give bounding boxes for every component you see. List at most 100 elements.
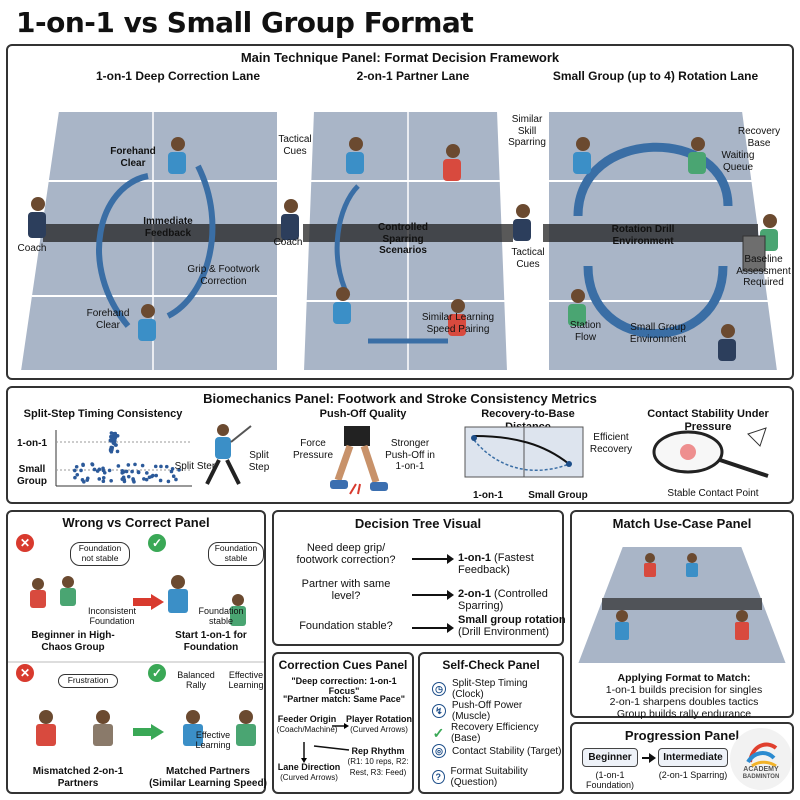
cue-node-lane-sub: (Curved Arrows)	[280, 773, 338, 783]
timing-dot-group	[81, 463, 85, 468]
timing-dot-group	[80, 478, 85, 482]
label-rotation-drill: Rotation Drill Environment	[611, 224, 675, 247]
label-forehand-clear-bottom: Forehand Clear	[86, 308, 130, 331]
timing-dot-group	[164, 464, 169, 469]
progression-title: Progression Panel	[624, 728, 740, 743]
target-icon: ◎	[432, 744, 446, 758]
cue-node-rotation-sub: (Curved Arrows)	[350, 725, 408, 735]
logo-text-badminton: BADMINTON	[742, 774, 780, 780]
timing-dot-group	[97, 477, 102, 481]
label-recovery-base: Recovery Base	[737, 126, 781, 149]
selfcheck-item-5-label: Format Suitability (Question)	[450, 766, 528, 788]
timing-dot-1on1	[110, 447, 114, 452]
dt-answer-3-bold: Small group rotation	[458, 614, 566, 626]
bubble-balanced-rally: Balanced Rally	[177, 670, 215, 691]
timing-dot-group	[101, 475, 106, 480]
label-coach-1: Coach	[17, 243, 47, 254]
dt-answer-2-bold: 2-on-1	[458, 588, 491, 600]
selfcheck-item-3: ✓Recovery Efficiency (Base)	[432, 722, 562, 744]
net-lane-2	[303, 224, 513, 242]
label-baseline-assessment: Baseline Assessment Required	[736, 254, 791, 288]
dt-answer-1-rest: (Fastest Feedback)	[458, 552, 534, 576]
timing-dot-group	[97, 467, 102, 472]
timing-dot-group	[120, 468, 125, 473]
timing-dot-group	[107, 468, 112, 473]
timing-dot-1on1	[108, 438, 113, 443]
timing-dot-group	[101, 468, 106, 473]
label-forehand-clear-top: Forehand Clear	[110, 146, 156, 169]
lane-1-title: 1-on-1 Deep Correction Lane	[95, 69, 261, 83]
cues-flow-arrows	[301, 723, 350, 763]
timing-dot-group	[126, 474, 131, 479]
label-immediate-feedback: Immediate Feedback	[143, 216, 193, 239]
timing-dot-group	[153, 464, 158, 469]
self-check-panel: Self-Check Panel ◷ Split-Step Timing (Clo…	[418, 652, 564, 794]
selfcheck-item-2: ↯Push-Off Power (Muscle)	[432, 700, 562, 722]
split-step-figure	[205, 424, 252, 485]
timing-dot-1on1	[113, 443, 118, 447]
timing-dot-group	[130, 469, 134, 474]
match-court	[575, 545, 789, 665]
lane-2-title: 2-on-1 Partner Lane	[356, 69, 470, 83]
dt-arrow-2	[412, 590, 454, 600]
timing-dot-1on1	[111, 432, 116, 436]
timing-dot-group	[177, 468, 181, 472]
timing-dot-group	[109, 478, 113, 483]
shuttle-machine	[742, 235, 766, 272]
clock-icon: ◷	[432, 682, 446, 696]
progression-step-intermediate-sub: (2-on-1 Sparring)	[658, 770, 728, 780]
timing-dot-group	[158, 478, 163, 483]
arrow-lane-2	[334, 184, 360, 298]
label-similar-skill-sparring: Similar Skill Sparring	[508, 114, 546, 148]
dt-arrow-1	[412, 554, 454, 564]
dt-answer-3: Small group rotation(Drill Environment)	[458, 614, 568, 638]
selfcheck-item-4-label: Contact Stability (Target)	[452, 745, 562, 757]
progression-step-beginner-sub: (1-on-1 Foundation)	[585, 770, 635, 791]
timing-dot-group	[90, 462, 94, 466]
timing-dot-group	[144, 477, 149, 482]
timing-dot-group	[169, 469, 174, 474]
timing-dot-group	[159, 464, 163, 469]
contact-title: Contact Stability Under Pressure	[647, 408, 769, 433]
selfcheck-item-5: ?Format Suitability (Question)	[432, 766, 562, 788]
page-title: 1-on-1 vs Small Group Format	[16, 6, 474, 39]
timing-dot-group	[132, 480, 136, 484]
dt-arrow-3	[412, 623, 454, 633]
row-label-small-group: Small Group	[17, 464, 47, 487]
muscle-icon: ↯	[432, 704, 446, 718]
selfcheck-title: Self-Check Panel	[442, 658, 540, 672]
wrong-correct-title: Wrong vs Correct Panel	[62, 515, 210, 530]
cue-node-rotation: Player Rotation(Curved Arrows)	[346, 714, 412, 735]
label-controlled-sparring: Controlled Sparring Scenarios	[378, 222, 428, 256]
note-inconsistent: Inconsistent Foundation	[87, 606, 137, 627]
cue-quote-2: "Partner match: Same Pace"	[282, 694, 406, 704]
note-effective-learning: Effective Learning	[228, 670, 264, 691]
wrong-correct-figures	[8, 575, 264, 746]
timing-dot-group	[151, 473, 155, 478]
dt-answer-1: 1-on-1 (Fastest Feedback)	[458, 552, 568, 576]
caption-matched: Matched Partners (Similar Learning Speed…	[149, 766, 267, 789]
timing-dot-group	[174, 477, 178, 482]
selfcheck-item-3-label: Recovery Efficiency (Base)	[450, 722, 539, 744]
lane-3-title: Small Group (up to 4) Rotation Lane	[552, 69, 759, 83]
cue-node-lane-title: Lane Direction	[277, 762, 341, 772]
decision-tree-panel: Decision Tree Visual Need deep grip/ foo…	[272, 510, 566, 646]
timing-dot-group	[133, 462, 137, 467]
match-panel-title: Match Use-Case Panel	[612, 516, 752, 531]
timing-dot-1on1	[111, 434, 116, 439]
split-step-title: Split-Step Timing Consistency	[23, 408, 183, 420]
dt-answer-1-bold: 1-on-1	[458, 552, 491, 564]
decision-tree-title: Decision Tree Visual	[354, 516, 482, 531]
cue-node-feeder: Feeder Origin(Coach/Machine)	[276, 714, 338, 735]
match-line-4: Group builds rally endurance	[616, 708, 752, 720]
cues-panel-title: Correction Cues Panel	[278, 658, 408, 672]
label-force-pressure: Force Pressure	[292, 438, 333, 461]
timing-dot-group	[154, 473, 159, 478]
selfcheck-item-1-label: Split-Step Timing (Clock)	[452, 678, 528, 700]
bubble-frustration: Frustration	[58, 674, 118, 688]
bubble-stable: Foundation stable	[208, 542, 264, 566]
timing-dot-group	[166, 479, 171, 484]
timing-dot-group	[145, 471, 149, 475]
arrow-lane-3	[573, 142, 733, 217]
correction-cues-panel: Correction Cues Panel "Deep correction: …	[272, 652, 414, 794]
